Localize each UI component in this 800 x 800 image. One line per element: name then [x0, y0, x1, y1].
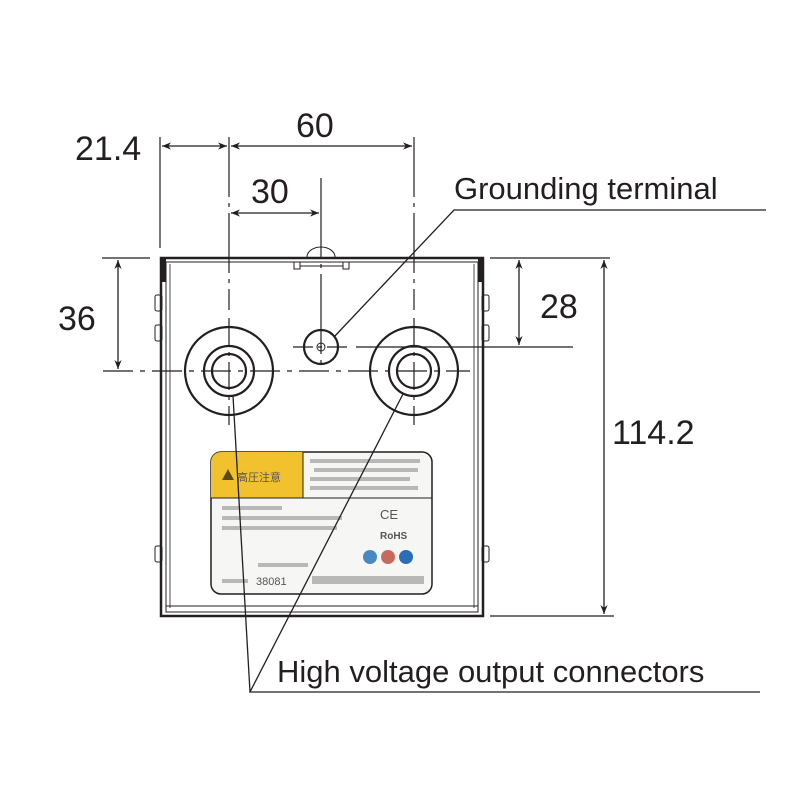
hv-connector-right [368, 325, 460, 417]
dim-28: 28 [490, 257, 610, 345]
ce-mark: CE [380, 507, 398, 522]
grounding-terminal [302, 328, 340, 366]
dim-36: 36 [58, 257, 150, 369]
label-serial: 38081 [256, 576, 287, 588]
dim-21-4: 21.4 [75, 130, 227, 248]
dim-label-28: 28 [540, 288, 578, 326]
dim-label-30: 30 [251, 173, 289, 211]
side-tab-left [154, 294, 163, 563]
dim-30: 30 [231, 173, 319, 217]
callout-grounding-label: Grounding terminal [454, 171, 718, 206]
label-plate: 高圧注意 38081 CE RoHS [210, 451, 433, 595]
dim-60: 60 [231, 107, 412, 150]
safety-icon-blue [363, 550, 377, 564]
side-tab-right [481, 294, 490, 563]
center-lines [103, 137, 573, 425]
dim-label-36: 36 [58, 300, 96, 338]
callout-grounding-terminal: Grounding terminal [333, 171, 766, 338]
rohs-mark: RoHS [380, 531, 408, 542]
label-warning-text: 高圧注意 [237, 470, 281, 484]
dim-label-114-2: 114.2 [612, 414, 695, 452]
device-body [154, 246, 490, 618]
callout-hv-connectors: High voltage output connectors [232, 393, 760, 693]
hv-connector-left [183, 325, 275, 417]
dim-114-2: 114.2 [490, 260, 695, 617]
callout-hv-label: High voltage output connectors [277, 654, 704, 689]
dim-label-60: 60 [296, 107, 334, 145]
safety-icon-red [381, 550, 395, 564]
dim-label-21-4: 21.4 [75, 130, 141, 168]
safety-icon-blue-2 [399, 550, 413, 564]
warning-triangle-icon [222, 469, 234, 480]
